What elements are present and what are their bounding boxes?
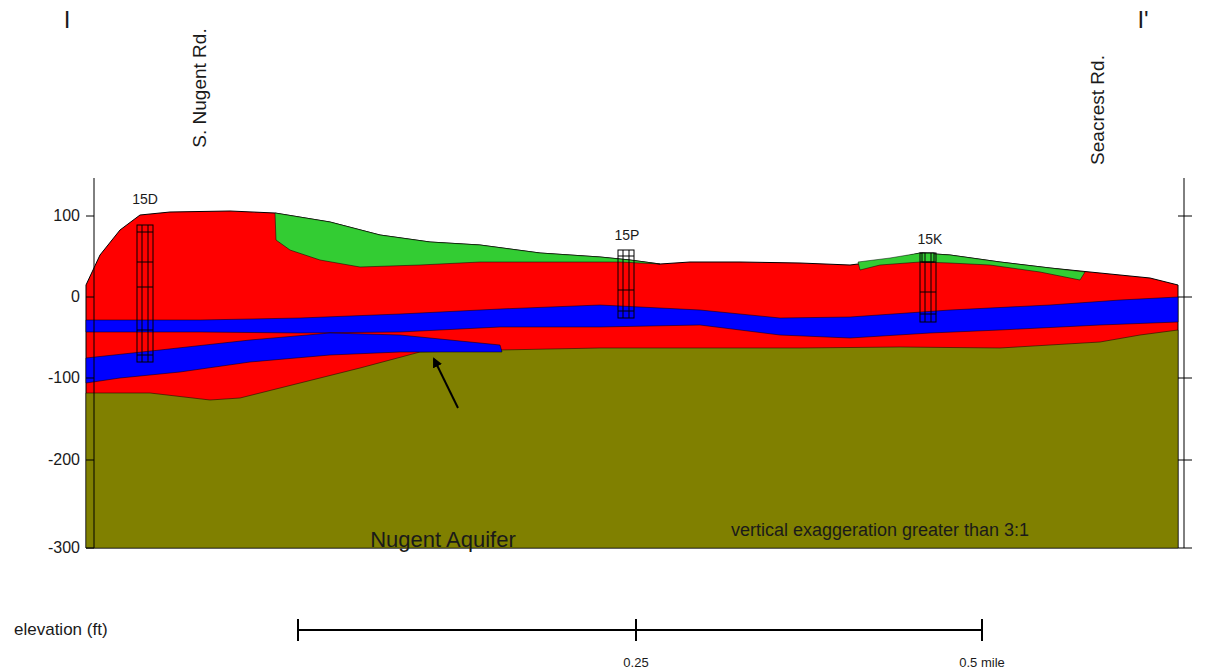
scale-value: 0.5 mile — [959, 656, 1005, 669]
aquifer-label: Nugent Aquifer — [370, 528, 516, 552]
axis-value: 0 — [71, 288, 80, 306]
well — [618, 250, 634, 318]
axis-value: -100 — [48, 369, 80, 387]
well — [137, 225, 153, 362]
section-end: I' — [1137, 7, 1148, 33]
axis-value: -200 — [48, 451, 80, 469]
well — [920, 253, 936, 322]
road-name: S. Nugent Rd. — [190, 28, 211, 147]
well-id: 15P — [615, 228, 640, 243]
road-name: Seacrest Rd. — [1088, 55, 1109, 165]
axis-value: -300 — [48, 539, 80, 557]
axis — [86, 178, 1192, 548]
leader-arrow — [434, 359, 458, 408]
well-id: 15K — [918, 232, 943, 247]
well-id: 15D — [132, 192, 158, 207]
axis-title: elevation (ft) — [14, 621, 108, 640]
olive-unit — [86, 330, 1178, 548]
red-unit — [86, 211, 1178, 548]
green-unit — [275, 213, 660, 267]
scale-bar — [298, 619, 982, 641]
section-end: I — [64, 7, 71, 33]
green-unit — [858, 253, 1085, 280]
note: vertical exaggeration greater than 3:1 — [731, 521, 1029, 541]
axis-value: 100 — [53, 207, 80, 225]
scale-value: 0.25 — [623, 656, 648, 669]
